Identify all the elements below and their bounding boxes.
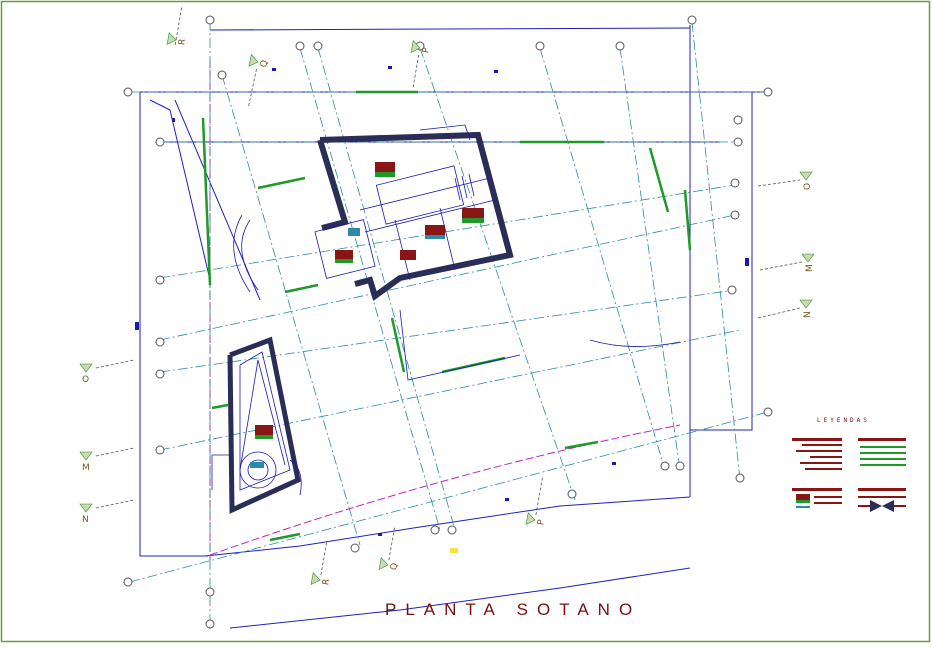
- lower-furniture: [250, 425, 273, 468]
- section-label: M: [805, 264, 815, 272]
- section-marker: R: [166, 5, 188, 46]
- section-label: O: [803, 183, 813, 190]
- reference-marker: [450, 548, 458, 553]
- section-marker: P: [410, 40, 432, 88]
- section-label: M: [82, 463, 90, 473]
- upper-building-walls: [317, 131, 514, 301]
- section-marker: Q: [248, 53, 270, 107]
- section-marker: R: [310, 540, 332, 586]
- section-label: N: [82, 515, 89, 525]
- legend-symbol: [792, 488, 842, 508]
- section-marker: N: [79, 499, 135, 525]
- lower-building-interior: [211, 351, 291, 491]
- structural-axes: [129, 20, 770, 630]
- legend-symbol: [858, 488, 906, 512]
- section-label: P: [536, 518, 547, 526]
- section-marker: Q: [378, 525, 400, 571]
- legend-title: LEYENDAS: [817, 417, 870, 424]
- section-marker: M: [759, 253, 815, 272]
- upper-furniture: [335, 162, 484, 263]
- section-label: N: [803, 311, 813, 318]
- section-marker: M: [79, 447, 135, 473]
- section-label: R: [321, 578, 332, 586]
- section-markers: R Q O M N O M: [79, 5, 815, 586]
- lower-building-walls: [227, 336, 301, 514]
- section-marker: O: [79, 359, 135, 385]
- legend-symbols: [792, 438, 906, 512]
- axis-markers: [123, 15, 773, 629]
- curved-elements: [233, 214, 681, 496]
- dimension-marks: [135, 66, 749, 536]
- section-marker: P: [525, 475, 547, 526]
- section-label: Q: [389, 562, 400, 571]
- legend-symbol: [792, 438, 842, 470]
- section-label: R: [177, 38, 188, 46]
- section-label: O: [82, 375, 89, 385]
- legend-symbol: [858, 438, 906, 466]
- section-label: P: [421, 46, 432, 54]
- section-marker: N: [757, 299, 813, 319]
- section-marker: O: [757, 171, 813, 190]
- drawing-title: PLANTA SOTANO: [385, 600, 642, 619]
- green-annotations: [201, 90, 692, 542]
- section-label: Q: [259, 59, 270, 68]
